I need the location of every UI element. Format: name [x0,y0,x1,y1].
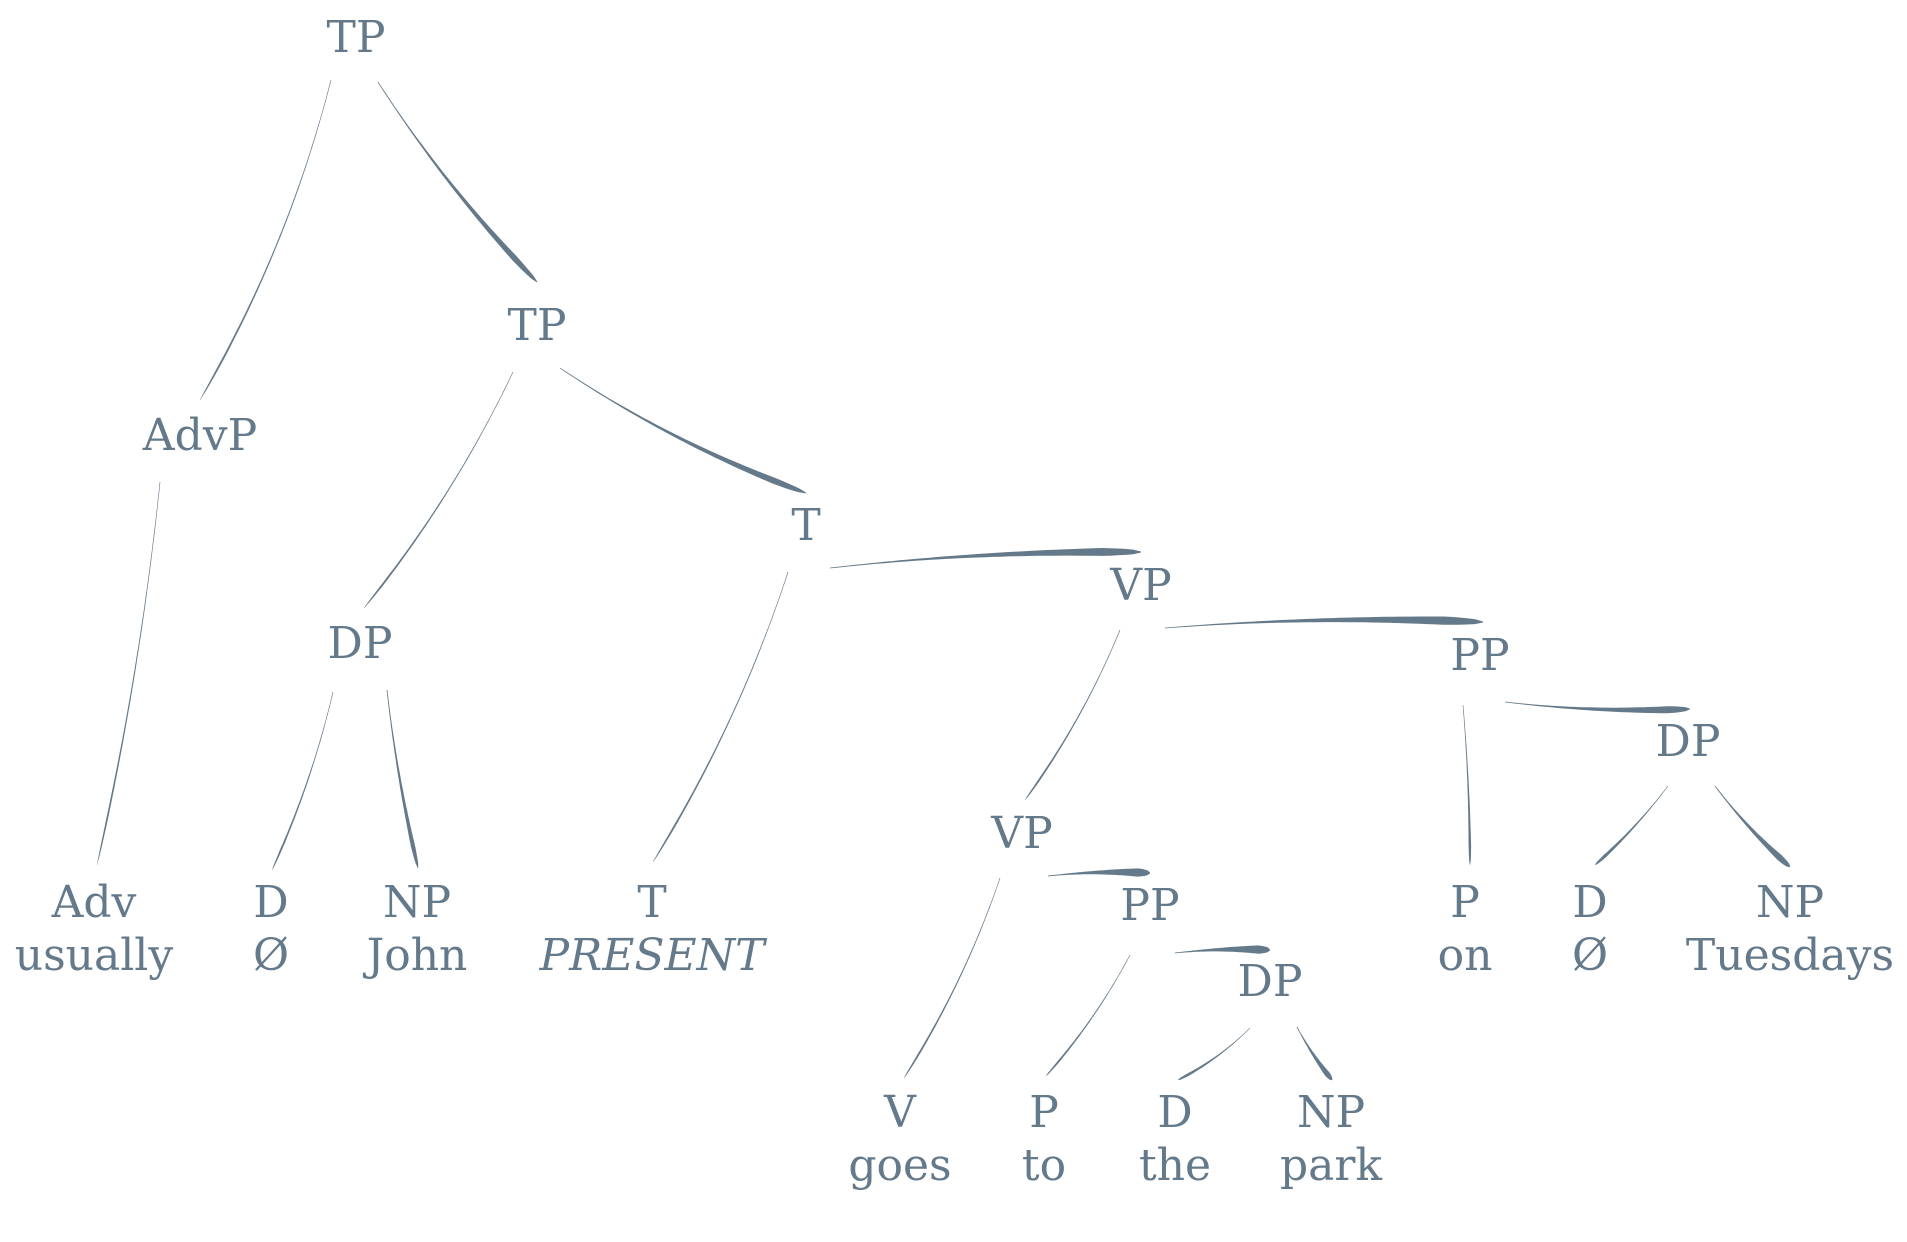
leaf-present: PRESENT [539,930,769,981]
leaf-on: on [1438,930,1493,981]
edge-dp-d-the [1177,1027,1251,1081]
leaf-to: to [1022,1140,1066,1191]
node-d-the-label: D [1157,1087,1192,1138]
edge-pp-p-on [1462,705,1472,865]
edge-vp-vplow [1024,629,1121,801]
node-np-tuesdays-label: NP [1756,877,1824,928]
leaf-park: park [1280,1140,1382,1191]
node-pp-to-label: PP [1120,880,1179,931]
edge-pp-p [1045,954,1131,1077]
edge-tp-tp [377,81,538,283]
node-t-bar-label: T [791,500,820,551]
node-v-label: V [883,1087,917,1138]
edge-tp-dp [363,371,514,609]
node-vp-low-label: VP [990,808,1052,859]
edge-advp-adv [96,482,161,865]
edge-t-vp [830,548,1141,569]
node-advp-label: AdvP [142,410,257,461]
leaf-tuesdays: Tuesdays [1686,930,1894,981]
edge-pp-dp-tue [1505,701,1690,714]
node-pp-on-label: PP [1450,630,1509,681]
edge-vp-pp [1165,616,1483,629]
edge-tp-t [559,367,807,494]
edge-vplow-v [903,877,1001,1079]
leaf-goes: goes [848,1140,951,1191]
node-d-tuesdays-label: D [1572,877,1607,928]
leaf-the: the [1139,1140,1211,1191]
node-t-head-label: T [637,877,666,928]
edge-dp-d [271,691,334,870]
edge-tp-advp [199,79,332,401]
node-tp-root-label: TP [327,12,386,63]
node-dp-subject-label: DP [328,618,393,669]
edge-dp-np-park [1296,1026,1333,1081]
edge-dp-np [386,690,419,869]
node-np-subject-label: NP [383,877,451,928]
tree-edges [96,79,1791,1081]
tree-labels: TP TP AdvP Adv usually DP D Ø NP John T … [15,12,1894,1191]
leaf-usually: usually [15,930,174,981]
edge-vplow-pp [1048,868,1150,877]
leaf-null-determiner-2: Ø [1572,930,1608,981]
node-np-park-label: NP [1297,1087,1365,1138]
edge-pp-dp [1175,945,1270,954]
node-p-to-label: P [1029,1087,1059,1138]
node-p-on-label: P [1450,877,1480,928]
leaf-john: John [363,930,468,981]
edge-t-thead [652,571,789,863]
node-adv-label: Adv [51,877,137,928]
edge-dp-np-tue [1714,785,1791,868]
node-tp-label: TP [508,300,567,351]
node-d-subject-label: D [253,877,288,928]
node-dp-tuesdays-label: DP [1656,716,1721,767]
edge-dp-d-tue [1594,785,1669,866]
node-vp-top-label: VP [1109,560,1171,611]
node-dp-park-label: DP [1238,956,1303,1007]
leaf-null-determiner: Ø [253,930,289,981]
